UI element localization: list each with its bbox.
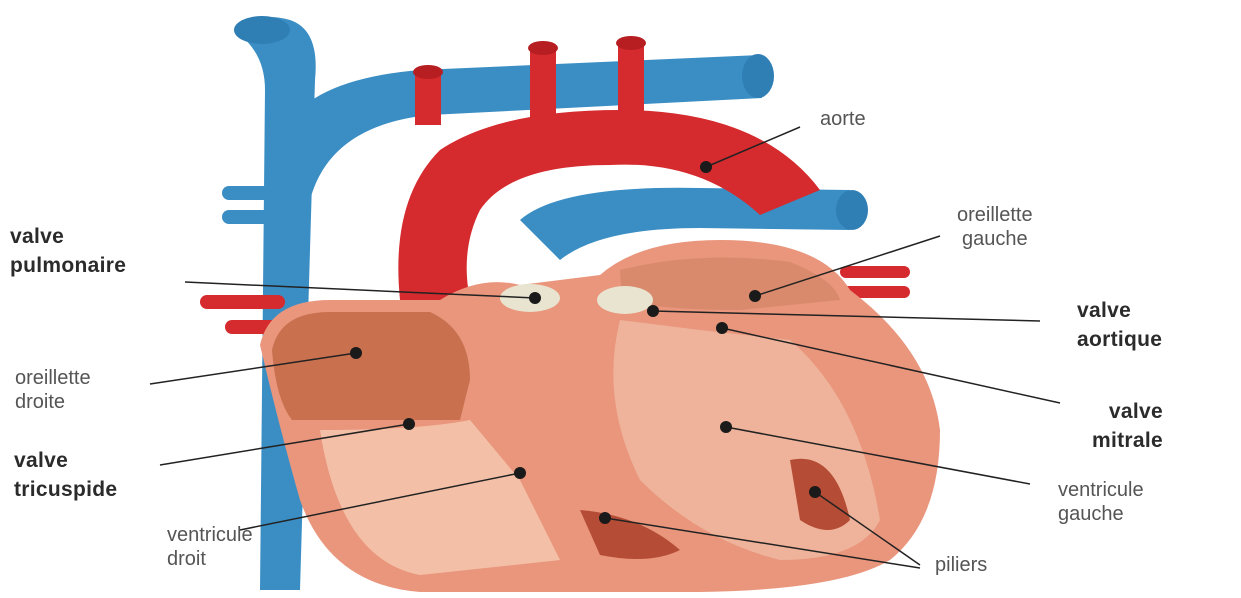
label-valve-tricuspide-line1: valve xyxy=(14,446,117,475)
label-oreillette-droite-line2: droite xyxy=(15,390,91,414)
label-valve-mitrale: valve mitrale xyxy=(1092,397,1163,455)
label-valve-aortique-line1: valve xyxy=(1077,296,1162,325)
label-valve-aortique-line2: aortique xyxy=(1077,325,1162,354)
label-valve-pulmonaire: valve pulmonaire xyxy=(10,222,126,280)
label-oreillette-gauche-line1: oreillette xyxy=(957,203,1033,227)
label-ventricule-gauche-line1: ventricule xyxy=(1058,478,1144,502)
label-valve-pulmonaire-line2: pulmonaire xyxy=(10,251,126,280)
label-aorte: aorte xyxy=(820,107,866,131)
label-oreillette-gauche: oreillette gauche xyxy=(957,203,1033,251)
label-valve-tricuspide: valve tricuspide xyxy=(14,446,117,504)
label-valve-mitrale-line2: mitrale xyxy=(1092,426,1163,455)
label-valve-tricuspide-line2: tricuspide xyxy=(14,475,117,504)
label-valve-aortique: valve aortique xyxy=(1077,296,1162,354)
label-ventricule-droit-line2: droit xyxy=(167,547,253,571)
label-valve-mitrale-line1: valve xyxy=(1092,397,1163,426)
label-oreillette-droite-line1: oreillette xyxy=(15,366,91,390)
label-valve-pulmonaire-line1: valve xyxy=(10,222,126,251)
label-oreillette-gauche-line2: gauche xyxy=(957,227,1033,251)
label-ventricule-gauche-line2: gauche xyxy=(1058,502,1144,526)
label-ventricule-droit: ventricule droit xyxy=(167,523,253,571)
label-piliers: piliers xyxy=(935,553,987,577)
label-ventricule-droit-line1: ventricule xyxy=(167,523,253,547)
label-ventricule-gauche: ventricule gauche xyxy=(1058,478,1144,526)
label-oreillette-droite: oreillette droite xyxy=(15,366,91,414)
heart-body xyxy=(260,240,940,592)
